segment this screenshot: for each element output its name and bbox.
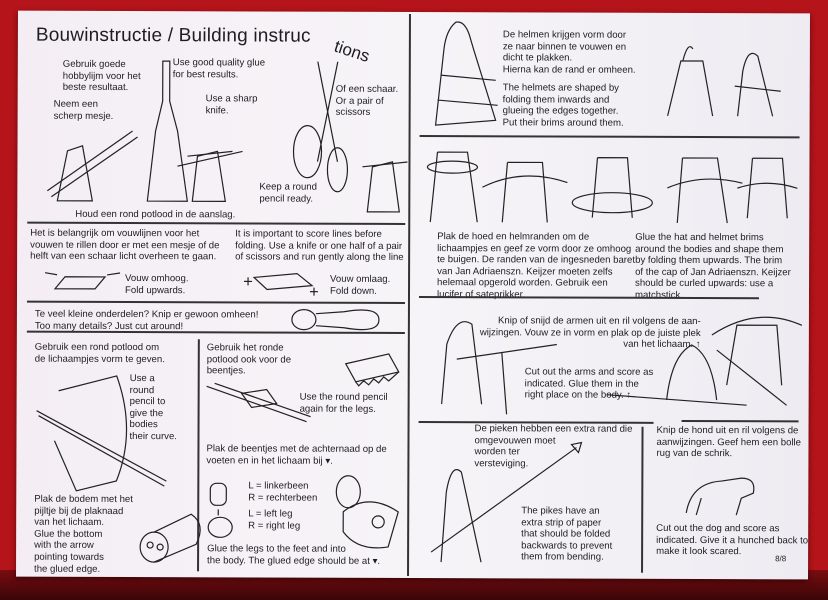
bodies-text-nl: Gebruik een rond potlood om de lichaampj… — [34, 341, 165, 365]
page-number: 8/8 — [775, 554, 787, 564]
helmet-illustration — [434, 21, 498, 126]
legs-legend-en: L = left leg R = right leg — [248, 508, 301, 532]
legs-text-nl: Gebruik het ronde potlood ook voor de be… — [206, 342, 292, 377]
divider — [26, 300, 405, 304]
legs-glue-text-en: Glue the legs to the feet and into the b… — [207, 543, 381, 567]
hand-cutout-illustration — [291, 309, 380, 331]
legs-body-illustration — [335, 475, 399, 549]
hats-text-en: Glue the hat and helmet brims around the… — [634, 231, 791, 301]
legs-legend-nl: L = linkerbeen R = rechterbeen — [248, 480, 318, 504]
bodies-bottom-text: Plak de bodem met het pijltje bij de pla… — [34, 493, 133, 575]
scoring-text-en: It is important to score lines before fo… — [235, 228, 404, 264]
pikes-text-nl: De pieken hebben een extra rand die omge… — [474, 423, 633, 470]
leg-cutout-illustration — [344, 353, 400, 387]
dog-text-nl: Knip de hond uit en ril volgens de aanwi… — [656, 424, 802, 460]
pikes-text-en: The pikes have an extra strip of paper t… — [521, 505, 613, 564]
helmets-text-nl: De helmen krijgen vorm door ze naar binn… — [502, 29, 636, 76]
body-bottom-illustration — [139, 513, 201, 563]
details-text: Te veel kleine onderdelen? Knip er gewoo… — [34, 308, 259, 332]
helmets-text-en: The helmets are shaped by folding them i… — [502, 82, 624, 129]
fold-down-text: Vouw omlaag. Fold down. — [329, 273, 391, 297]
fold-down-icon — [244, 272, 319, 296]
divider — [27, 221, 406, 225]
tools-illustration — [47, 60, 408, 213]
arms-text-nl: Knip of snijd de armen uit en ril volgen… — [479, 315, 701, 351]
fold-up-text: Vouw omhoog. Fold upwards. — [124, 272, 189, 296]
pencil-curve-illustration — [36, 375, 167, 492]
leg-feet-illustration — [207, 482, 233, 538]
arms-illustration — [441, 316, 803, 415]
hats-text-nl: Plak de hoed en helmranden om de lichaam… — [436, 231, 636, 301]
pikeman-illustration — [430, 441, 583, 563]
fold-up-icon — [44, 272, 121, 290]
helmet-figures-illustration — [667, 46, 781, 117]
pencil-legs-illustration — [206, 382, 311, 423]
instruction-sheet: Bouwinstructie / Building instruc tions … — [16, 10, 810, 580]
divider — [419, 135, 800, 139]
arms-text-en: Cut out the arms and score as indicated.… — [524, 366, 654, 401]
divider — [681, 419, 799, 423]
legs-text-en: Use the round pencil again for the legs. — [299, 391, 388, 415]
hats-illustration — [426, 151, 798, 224]
legs-glue-text-nl: Plak de beentjes met de achternaad op de… — [206, 443, 387, 467]
divider — [26, 330, 405, 334]
dog-illustration — [685, 477, 755, 516]
scoring-text-nl: Het is belangrijk om vouwlijnen voor het… — [30, 227, 220, 263]
page-title: Bouwinstructie / Building instruc — [35, 24, 311, 47]
divider — [641, 426, 644, 573]
